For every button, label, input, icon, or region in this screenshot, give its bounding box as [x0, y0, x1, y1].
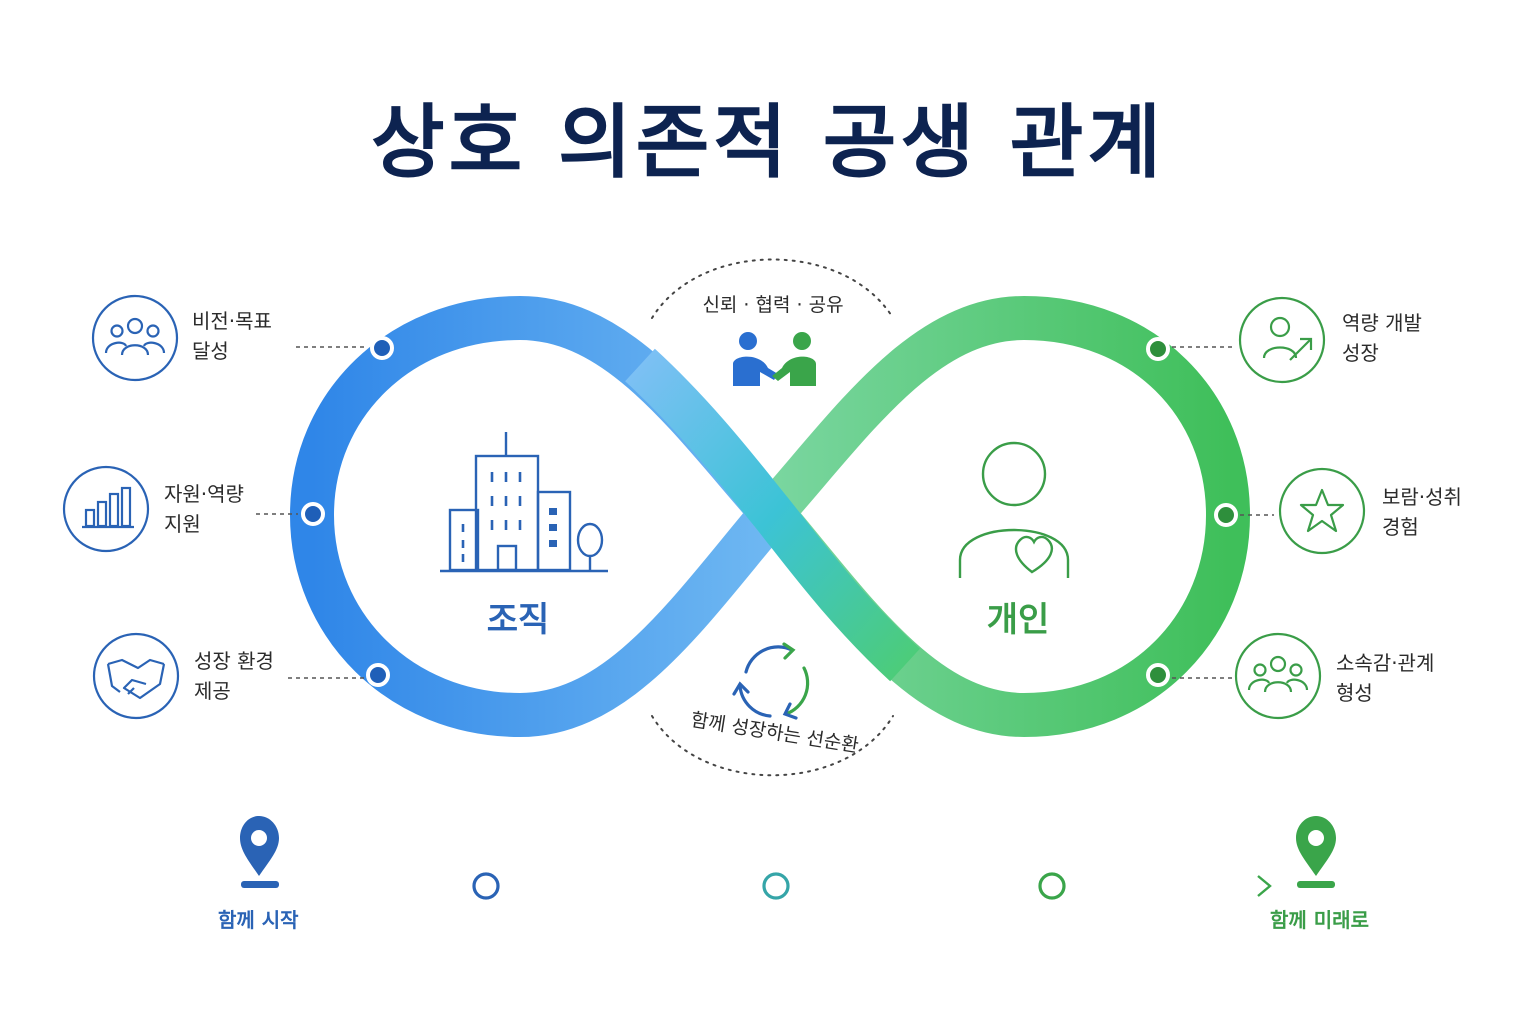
timeline-milestone	[1038, 872, 1066, 900]
left-item-2-line2: 지원	[164, 512, 201, 536]
loop-dot	[370, 336, 394, 360]
right-item-1-line1: 역량 개발	[1342, 311, 1422, 335]
infinity-right-loop	[750, 295, 1251, 738]
loop-dot	[366, 663, 390, 687]
left-item-2: 자원·역량 지원	[164, 479, 244, 539]
loop-dot	[301, 502, 325, 526]
person-growth-icon	[1238, 296, 1326, 384]
right-item-2: 보람·성취 경험	[1382, 482, 1462, 542]
bar-chart-icon	[62, 465, 150, 553]
right-item-2-line1: 보람·성취	[1382, 485, 1462, 509]
individual-label: 개인	[986, 600, 1050, 640]
right-item-1-line2: 성장	[1342, 341, 1379, 365]
timeline-milestone	[762, 872, 790, 900]
top-caption: 신뢰 · 협력 · 공유	[702, 294, 844, 316]
start-pin-icon	[240, 816, 279, 888]
loop-dot	[1214, 503, 1238, 527]
handshake-icon	[92, 632, 180, 720]
group-icon	[1234, 632, 1322, 720]
connector-lines	[256, 346, 1274, 679]
right-item-3-line1: 소속감·관계	[1336, 651, 1435, 675]
star-icon	[1278, 467, 1366, 555]
left-item-3: 성장 환경 제공	[194, 646, 274, 706]
team-icon	[91, 294, 179, 382]
handshake-people-icon	[733, 332, 816, 386]
loop-dot	[1146, 337, 1170, 361]
left-item-1-line2: 달성	[192, 339, 229, 363]
end-pin-icon	[1296, 816, 1336, 888]
left-item-3-line2: 제공	[194, 679, 231, 703]
building-icon	[440, 432, 608, 573]
right-item-1: 역량 개발 성장	[1342, 308, 1422, 368]
page-title: 상호 의존적 공생 관계	[371, 96, 1165, 189]
organization-label: 조직	[486, 600, 550, 640]
person-heart-icon	[958, 441, 1070, 578]
left-item-1: 비전·목표 달성	[192, 306, 272, 366]
left-item-2-line1: 자원·역량	[164, 482, 244, 506]
left-item-1-line1: 비전·목표	[192, 309, 272, 333]
cycle-arrows-icon	[732, 642, 810, 720]
left-item-3-line1: 성장 환경	[194, 649, 274, 673]
infinity-left-loop	[289, 295, 794, 738]
infinity-crossing	[625, 348, 920, 682]
right-item-2-line2: 경험	[1382, 515, 1419, 539]
right-item-3-line2: 형성	[1336, 681, 1373, 705]
timeline-end-label: 함께 미래로	[1270, 908, 1369, 932]
timeline-arrowhead	[1257, 875, 1272, 897]
timeline-milestone	[472, 872, 500, 900]
loop-dot	[1146, 663, 1170, 687]
right-item-3: 소속감·관계 형성	[1336, 648, 1434, 708]
timeline-start-label: 함께 시작	[218, 908, 299, 932]
